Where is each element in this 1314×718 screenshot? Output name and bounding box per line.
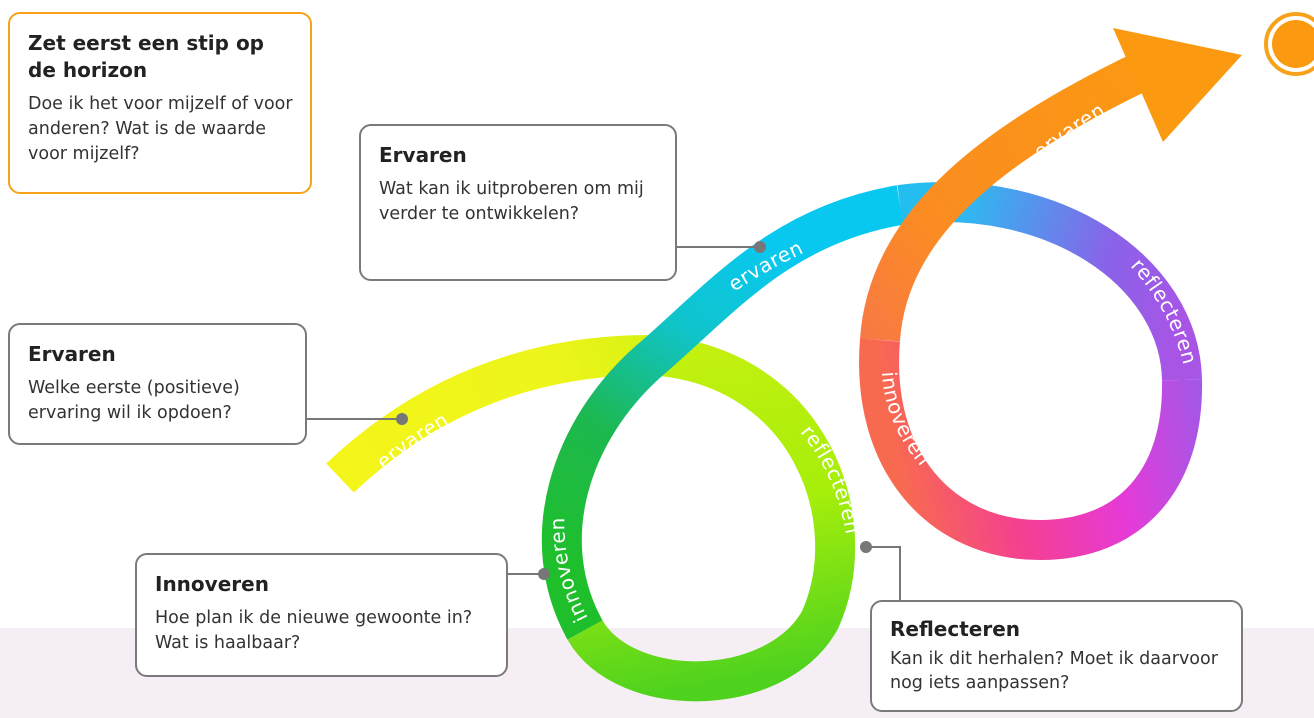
ervaren-top-box-title: Ervaren — [379, 143, 467, 167]
leader-dot-ervaren-left — [396, 413, 408, 425]
horizon-box-title: Zet eerst een stip op de horizon — [28, 31, 264, 82]
leader-dot-innoveren — [538, 568, 550, 580]
reflecteren-box: Reflecteren Kan ik dit herhalen? Moet ik… — [870, 600, 1243, 712]
first-loop-segment — [567, 335, 856, 702]
innoveren-box-title: Innoveren — [155, 572, 269, 596]
leader-dot-ervaren-top — [754, 241, 766, 253]
ervaren-top-box: Ervaren Wat kan ik uitproberen om mij ve… — [359, 124, 677, 281]
ervaren-left-box: Ervaren Welke eerste (positieve) ervarin… — [8, 323, 307, 445]
second-loop-segment — [859, 338, 1203, 561]
ervaren-left-box-title: Ervaren — [28, 342, 116, 366]
ervaren-left-box-text: Welke eerste (positieve) ervaring wil ik… — [28, 378, 240, 423]
innoveren-box-text: Hoe plan ik de nieuwe gewoonte in? Wat i… — [155, 608, 473, 653]
horizon-box-text: Doe ik het voor mijzelf of voor anderen?… — [28, 94, 293, 164]
rising-segment — [541, 185, 904, 640]
reflecteren-box-text: Kan ik dit herhalen? Moet ik daarvoor no… — [890, 649, 1218, 693]
ervaren-top-box-text: Wat kan ik uitproberen om mij verder te … — [379, 179, 644, 224]
final-segment — [860, 54, 1149, 342]
reflecteren-box-title: Reflecteren — [890, 617, 1020, 641]
arrow-tail-segment — [326, 335, 651, 493]
leader-line-reflecteren — [866, 546, 901, 600]
leader-dot-reflecteren — [860, 541, 872, 553]
horizon-box: Zet eerst een stip op de horizon Doe ik … — [8, 12, 312, 194]
arrow-head — [1113, 28, 1242, 142]
innoveren-box: Innoveren Hoe plan ik de nieuwe gewoonte… — [135, 553, 508, 677]
target-dot-icon — [1272, 20, 1314, 68]
label-innoveren-1: innoveren — [545, 517, 592, 626]
